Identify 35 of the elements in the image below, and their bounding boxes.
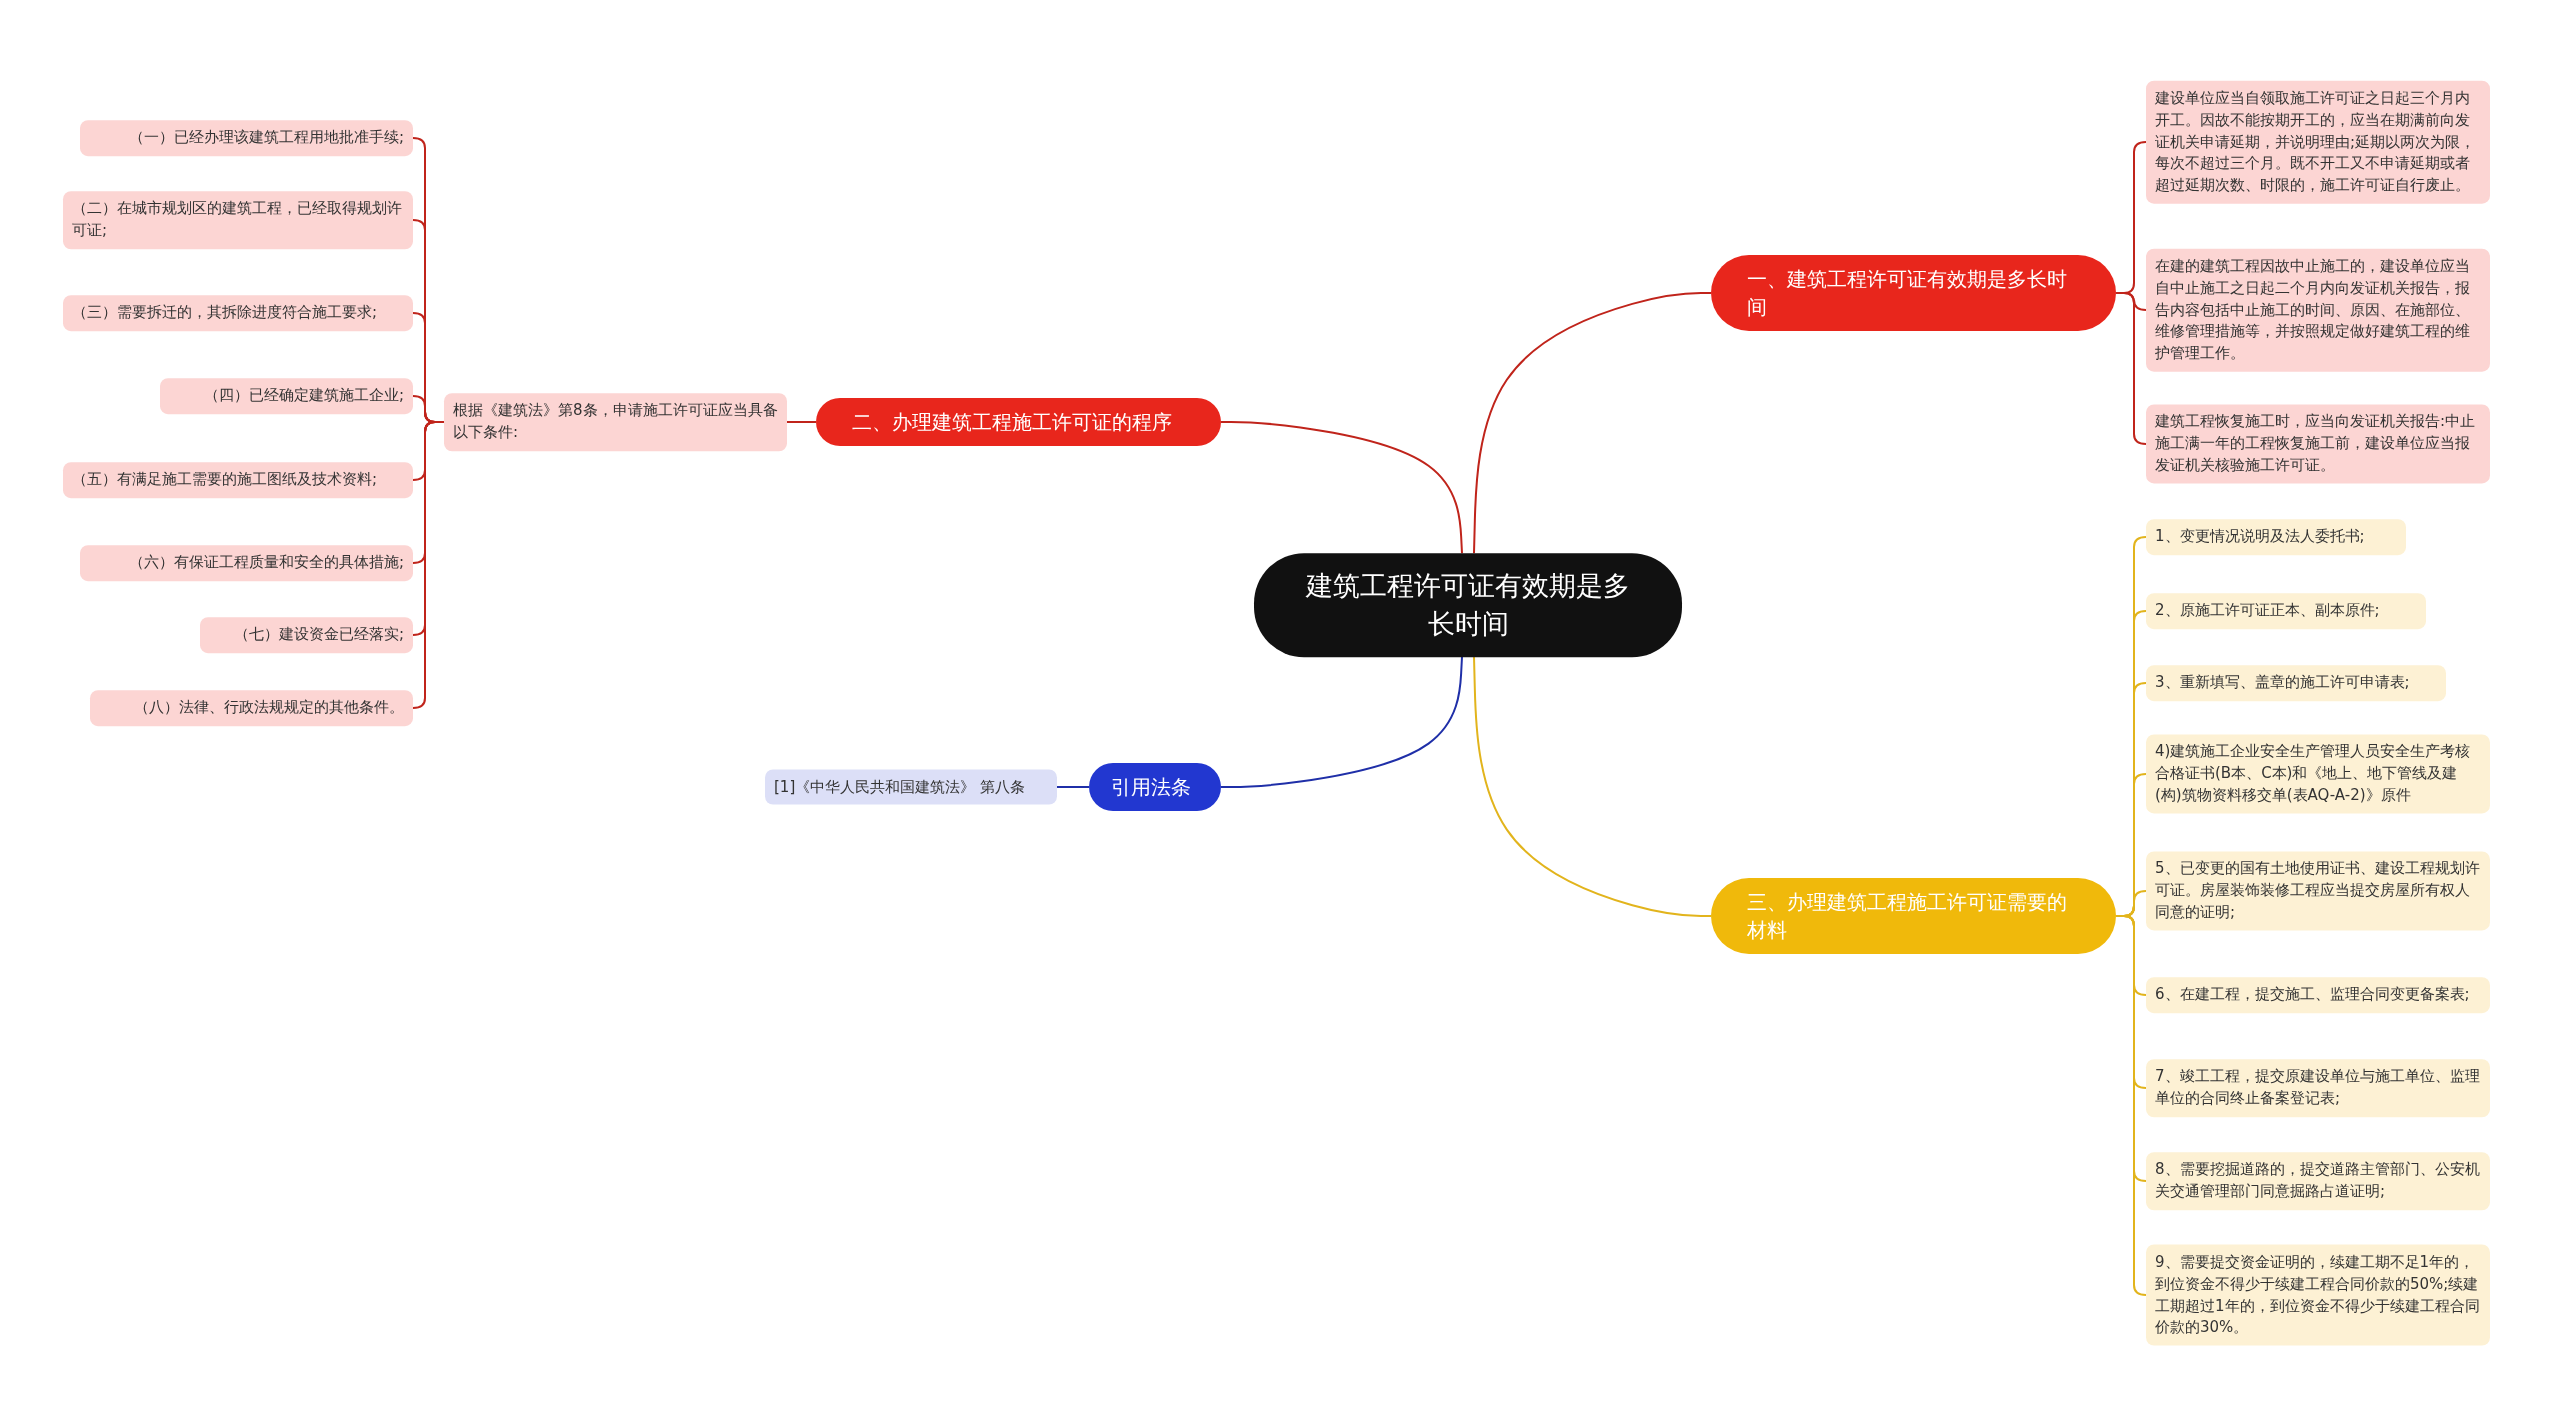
subtopic-card: 3、重新填写、盖章的施工许可申请表; [2146,665,2446,701]
branch-topic: 二、办理建筑工程施工许可证的程序 [816,398,1221,446]
subtopic-card: 1、变更情况说明及法人委托书; [2146,519,2406,555]
subtopic-card: 建筑工程恢复施工时，应当向发证机关报告:中止施工满一年的工程恢复施工前，建设单位应当报发证机关核验施工许可证。 [2146,404,2490,484]
subtopic-card: 7、竣工工程，提交原建设单位与施工单位、监理单位的合同终止备案登记表; [2146,1059,2490,1117]
branch-topic: 三、办理建筑工程施工许可证需要的材料 [1711,878,2116,954]
branch-topic: 引用法条 [1089,763,1221,811]
subtopic-card: （五）有满足施工需要的施工图纸及技术资料; [63,462,413,498]
subtopic-card: 4)建筑施工企业安全生产管理人员安全生产考核合格证书(B本、C本)和《地上、地下管线及建(构)筑物资料移交单(表AQ-A-2)》原件 [2146,734,2490,814]
connector-line [412,421,445,709]
connector-line [1220,421,1463,555]
subtopic-card: 根据《建筑法》第8条，申请施工许可证应当具备以下条件: [444,393,787,451]
connector-line [786,421,817,423]
subtopic-card: （三）需要拆迁的，其拆除进度符合施工要求; [63,295,413,331]
subtopic-card: （二）在城市规划区的建筑工程，已经取得规划许可证; [63,191,413,249]
reference-card: [1]《中华人民共和国建筑法》 第八条 [765,769,1057,805]
subtopic-card: 8、需要挖掘道路的，提交道路主管部门、公安机关交通管理部门同意掘路占道证明; [2146,1152,2490,1210]
connector-line [1056,786,1090,788]
subtopic-card: （一）已经办理该建筑工程用地批准手续; [80,120,413,156]
subtopic-card: 建设单位应当自领取施工许可证之日起三个月内开工。因故不能按期开工的，应当在期满前向发证机关申请延期，并说明理由;延期以两次为限，每次不超过三个月。既不开工又不申请延期或者超过延期次数、时限的，施工许可证自行废止。 [2146,80,2490,204]
subtopic-card: （八）法律、行政法规规定的其他条件。 [90,690,413,726]
subtopic-card: （四）已经确定建筑施工企业; [160,378,413,414]
connector-line [1220,655,1463,788]
subtopic-card: 9、需要提交资金证明的，续建工期不足1年的，到位资金不得少于续建工程合同价款的50%;续建工期超过1年的，到位资金不得少于续建工程合同价款的30%。 [2146,1244,2490,1346]
subtopic-card: 5、已变更的国有土地使用证书、建设工程规划许可证。房屋装饰装修工程应当提交房屋所有权人同意的证明; [2146,851,2490,931]
subtopic-card: （六）有保证工程质量和安全的具体措施; [80,545,413,581]
central-topic: 建筑工程许可证有效期是多长时间 [1254,553,1682,657]
subtopic-card: 6、在建工程，提交施工、监理合同变更备案表; [2146,977,2490,1013]
connector-line [1473,292,1712,555]
branch-topic: 一、建筑工程许可证有效期是多长时间 [1711,255,2116,331]
connector-line [1473,655,1712,917]
connector-line [2115,292,2147,445]
subtopic-card: 2、原施工许可证正本、副本原件; [2146,593,2426,629]
subtopic-card: （七）建设资金已经落实; [200,617,413,653]
subtopic-card: 在建的建筑工程因故中止施工的，建设单位应当自中止施工之日起二个月内向发证机关报告，报告内容包括中止施工的时间、原因、在施部位、维修管理措施等，并按照规定做好建筑工程的维护管理工作。 [2146,248,2490,372]
